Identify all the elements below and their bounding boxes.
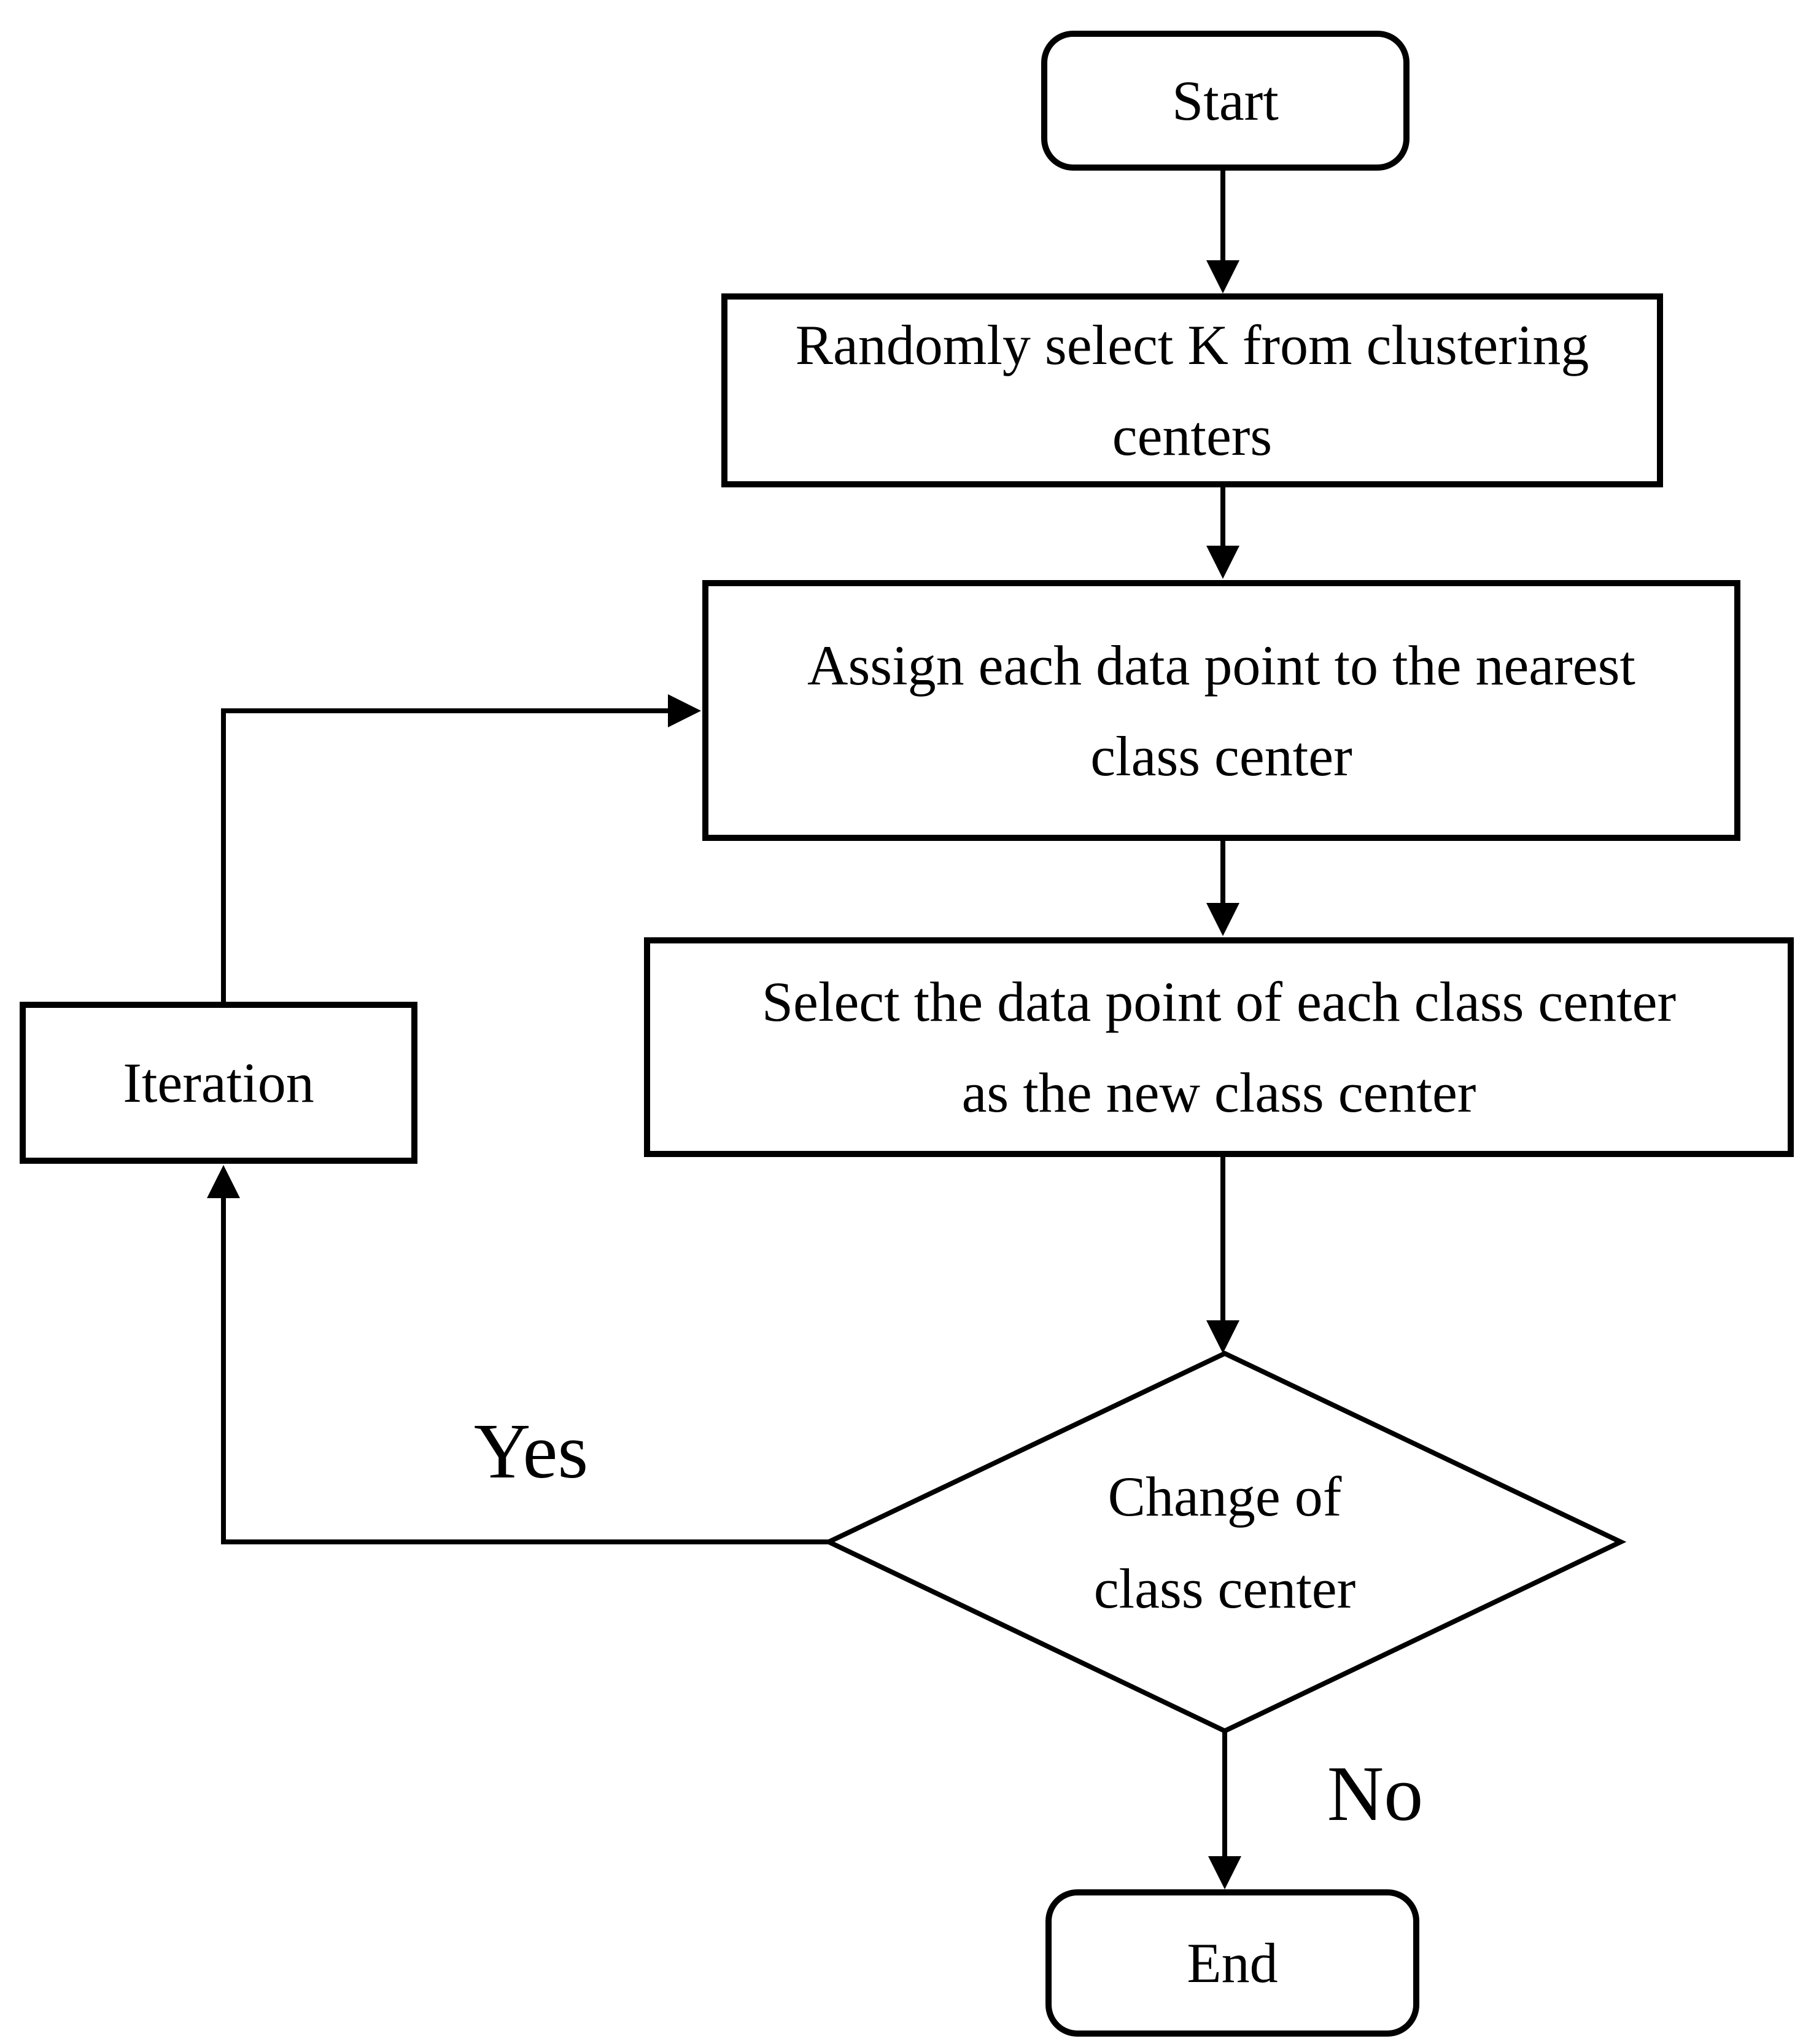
edge-iteration-to-assign xyxy=(221,708,670,1004)
edge-decision-to-iteration xyxy=(221,1196,831,1544)
node-iteration-label: Iteration xyxy=(123,1051,314,1114)
edge-label-yes: Yes xyxy=(424,1412,638,1490)
node-new-center-label: Select the data point of each class cent… xyxy=(761,970,1677,1124)
no-label-text: No xyxy=(1327,1750,1424,1837)
node-select-k-label: Randomly select K from clustering center… xyxy=(795,314,1589,467)
arrowhead-down-icon xyxy=(1206,903,1239,936)
arrowhead-right-icon xyxy=(668,694,701,727)
arrowhead-down-icon xyxy=(1206,546,1239,579)
node-new-center: Select the data point of each class cent… xyxy=(644,937,1794,1157)
edge-label-no: No xyxy=(1280,1754,1470,1833)
node-decision-label: Change of class center xyxy=(1093,1465,1356,1620)
node-decision: Change of class center xyxy=(829,1353,1621,1731)
arrowhead-down-icon xyxy=(1206,1320,1239,1353)
node-end: End xyxy=(1045,1889,1419,2037)
node-select-k: Randomly select K from clustering center… xyxy=(721,293,1663,487)
node-iteration: Iteration xyxy=(20,1002,417,1164)
node-end-label: End xyxy=(1187,1932,1278,1994)
node-start: Start xyxy=(1041,31,1410,171)
node-assign-label: Assign each data point to the nearest cl… xyxy=(807,633,1635,788)
arrowhead-up-icon xyxy=(207,1165,240,1198)
node-assign: Assign each data point to the nearest cl… xyxy=(702,580,1740,841)
arrowhead-down-icon xyxy=(1206,260,1239,293)
arrowhead-down-icon xyxy=(1208,1856,1241,1889)
decision-diamond-shape xyxy=(823,1350,1627,1734)
yes-label-text: Yes xyxy=(473,1407,589,1495)
node-start-label: Start xyxy=(1172,69,1279,132)
